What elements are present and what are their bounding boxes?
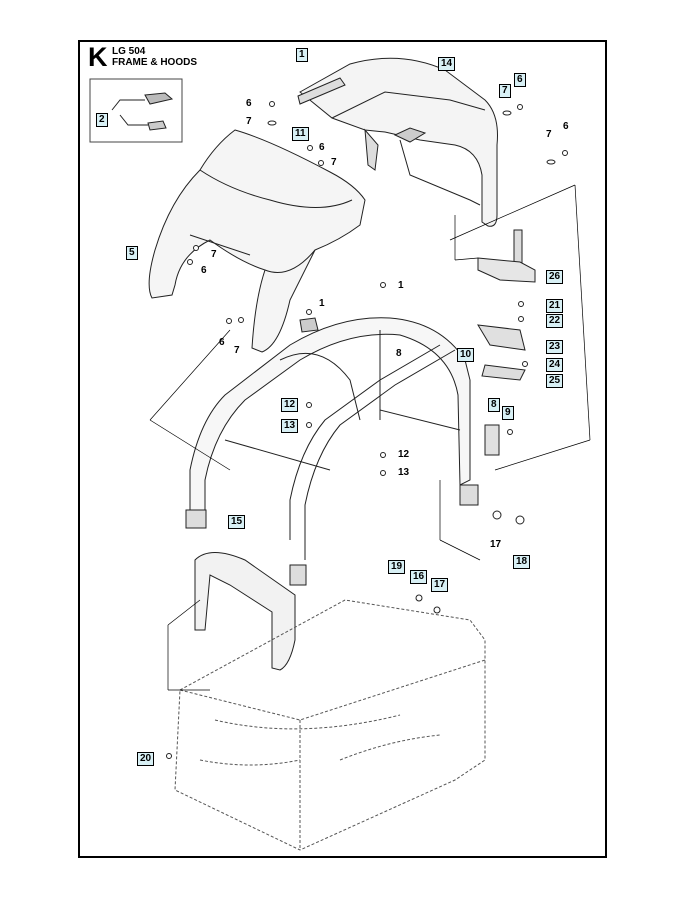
callout-6: 6: [246, 98, 252, 109]
callout-13: 13: [281, 419, 299, 433]
callout-12: 12: [398, 449, 410, 460]
callout-6: 6: [201, 265, 207, 276]
model-name: LG 504: [112, 46, 146, 57]
callout-18: 18: [513, 555, 531, 569]
callout-26: 26: [546, 270, 564, 284]
pivot-bracket-part: [477, 229, 536, 456]
callout-22: 22: [546, 314, 564, 328]
callout-13: 13: [398, 467, 410, 478]
latch-part-inset: [111, 92, 174, 131]
callout-6: 6: [219, 337, 225, 348]
callout-17: 17: [431, 578, 449, 592]
callout-17: 17: [490, 539, 502, 550]
callout-1: 1: [296, 48, 308, 62]
callout-1: 1: [319, 298, 325, 309]
callout-9: 9: [502, 406, 514, 420]
callout-21: 21: [546, 299, 564, 313]
callout-23: 23: [546, 340, 564, 354]
callout-7: 7: [234, 345, 240, 356]
roll-frame-part: [185, 317, 479, 586]
callout-15: 15: [228, 515, 246, 529]
callout-16: 16: [410, 570, 428, 584]
callout-8: 8: [488, 398, 500, 412]
callout-7: 7: [499, 84, 511, 98]
callout-11: 11: [292, 127, 309, 141]
callout-5: 5: [126, 246, 138, 260]
callout-20: 20: [137, 752, 155, 766]
base-frame-part: [174, 599, 486, 851]
callout-7: 7: [211, 249, 217, 260]
callout-7: 7: [246, 116, 252, 127]
callout-12: 12: [281, 398, 299, 412]
callout-7: 7: [546, 129, 552, 140]
callout-6: 6: [319, 142, 325, 153]
rear-hood-part: [297, 57, 498, 227]
callout-6: 6: [563, 121, 569, 132]
hardware-marks: [166, 101, 568, 759]
leader-lines: [149, 184, 591, 691]
page-title: FRAME & HOODS: [112, 57, 197, 68]
front-hood-part: [148, 129, 366, 353]
diagram-frame: [78, 40, 607, 858]
latch-inset-box: [89, 78, 183, 143]
callout-14: 14: [438, 57, 456, 71]
callout-8: 8: [396, 348, 402, 359]
side-frame-part: [194, 552, 296, 671]
callout-24: 24: [546, 358, 564, 372]
callout-7: 7: [331, 157, 337, 168]
callout-2: 2: [96, 113, 108, 127]
callout-10: 10: [457, 348, 475, 362]
callout-19: 19: [388, 560, 406, 574]
callout-6: 6: [514, 73, 526, 87]
callout-1: 1: [398, 280, 404, 291]
section-letter: K: [88, 42, 108, 72]
callout-25: 25: [546, 374, 564, 388]
